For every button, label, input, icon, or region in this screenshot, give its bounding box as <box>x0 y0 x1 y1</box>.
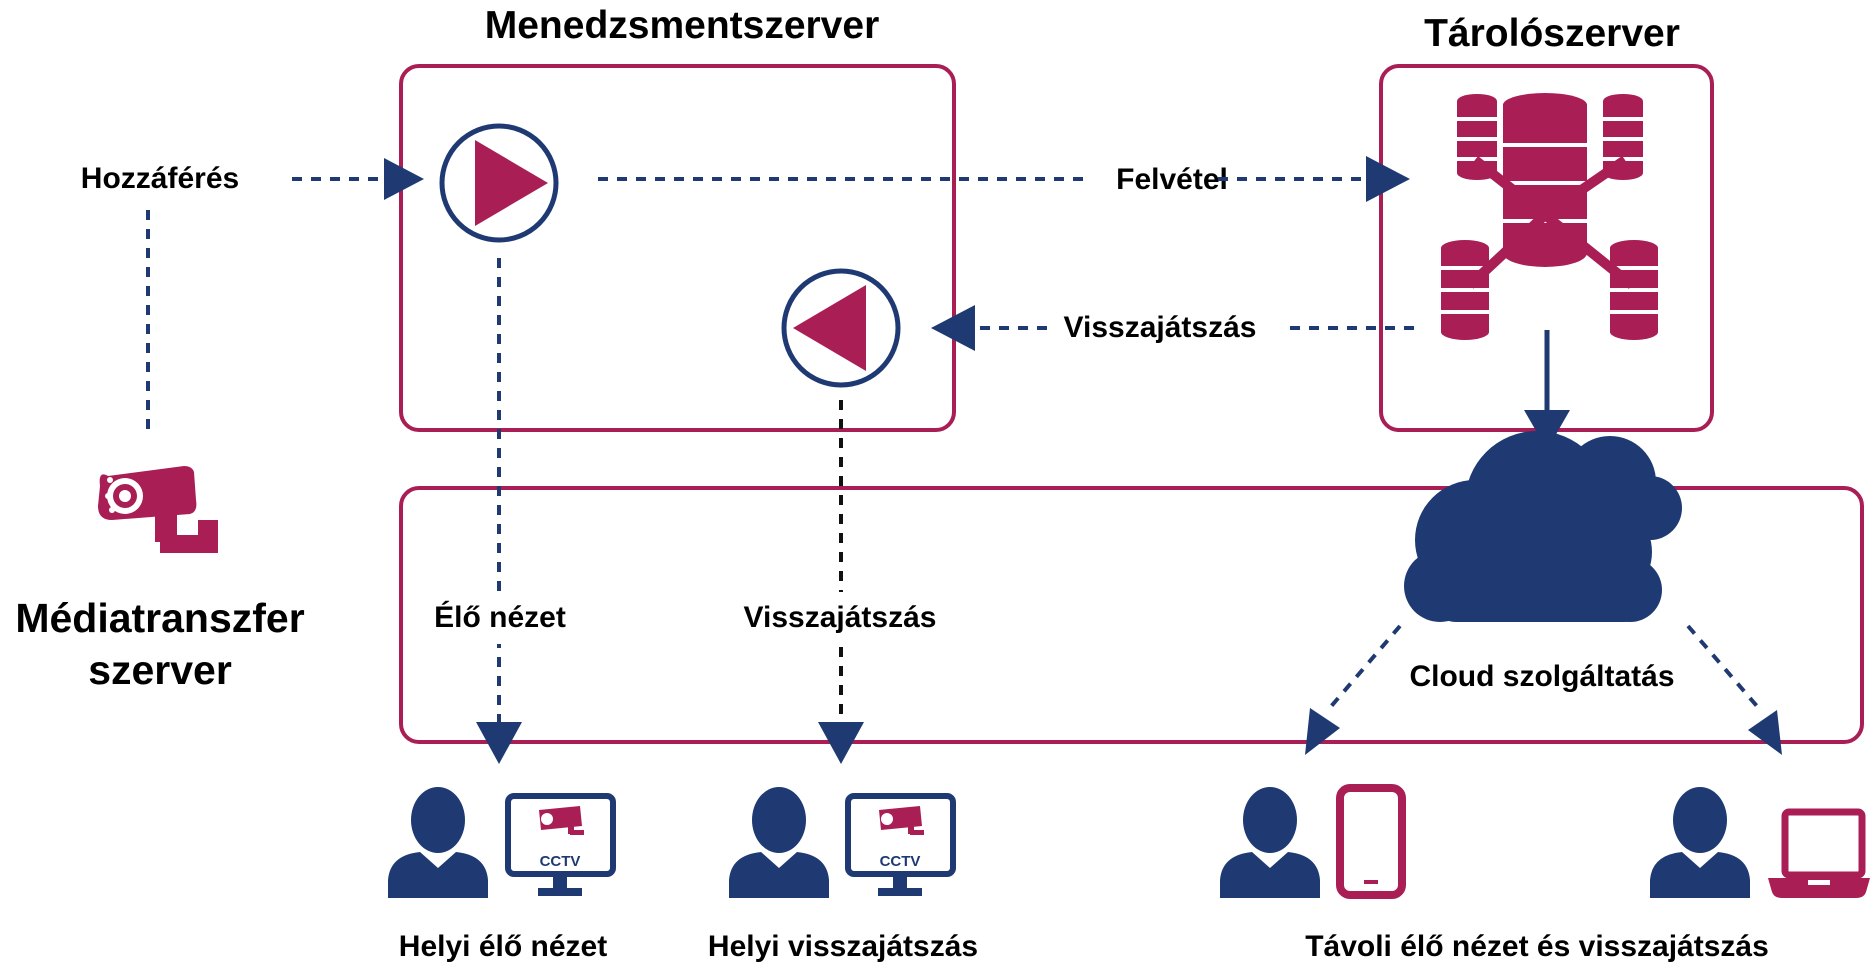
client-area-box <box>399 486 1864 744</box>
cctv-monitor-icon: CCTV <box>845 793 956 896</box>
storage-server-title: Tárolószerver <box>1424 12 1680 55</box>
recording-label: Felvétel <box>1116 163 1228 196</box>
user-icon <box>729 787 829 898</box>
cloud-to-laptop-line <box>1686 624 1764 714</box>
live-view-label-bg <box>415 592 585 644</box>
remote-live-playback-label: Távoli élő nézet és visszajátszás <box>1305 930 1769 963</box>
live-view-arrowhead <box>476 722 522 764</box>
user-icon <box>1650 787 1750 898</box>
recording-arrowhead <box>1366 156 1410 202</box>
cloud-icon <box>1404 431 1682 622</box>
cloud-to-phone-arrowhead <box>1305 708 1340 755</box>
media-transfer-label-line2: szerver <box>88 647 232 693</box>
smartphone-icon <box>1336 784 1406 899</box>
cloud-service-label: Cloud szolgáltatás <box>1409 660 1674 693</box>
playback-arrowhead <box>931 305 975 351</box>
reverse-play-icon <box>781 268 901 388</box>
user-icon <box>1220 787 1320 898</box>
local-playback-label: Helyi visszajátszás <box>708 930 978 963</box>
cctv-camera-icon <box>98 466 218 553</box>
management-server-box <box>399 64 956 432</box>
playback-mid-label: Visszajátszás <box>744 601 937 634</box>
local-live-view-label: Helyi élő nézet <box>399 930 607 963</box>
local-playback-arrowhead <box>818 722 864 764</box>
access-arrowhead <box>384 158 424 200</box>
user-icon <box>388 787 488 898</box>
storage-to-cloud-arrowhead <box>1524 410 1570 450</box>
monitor-cctv-text: CCTV <box>880 853 921 870</box>
cloud-to-laptop-arrowhead <box>1748 710 1782 755</box>
monitor-cctv-text: CCTV <box>540 853 581 870</box>
playback-top-label: Visszajátszás <box>1064 311 1257 344</box>
live-view-label: Élő nézet <box>434 600 566 634</box>
laptop-icon <box>1768 808 1870 898</box>
media-transfer-label-line1: Médiatranszfer <box>15 595 304 641</box>
playback-mid-label-bg <box>720 592 960 644</box>
cloud-to-phone-line <box>1326 624 1402 712</box>
access-label: Hozzáférés <box>81 162 239 195</box>
database-cluster-icon <box>1441 93 1658 340</box>
play-icon <box>439 123 559 243</box>
cctv-monitor-icon: CCTV <box>505 793 616 896</box>
management-server-title: Menedzsmentszerver <box>485 4 880 47</box>
